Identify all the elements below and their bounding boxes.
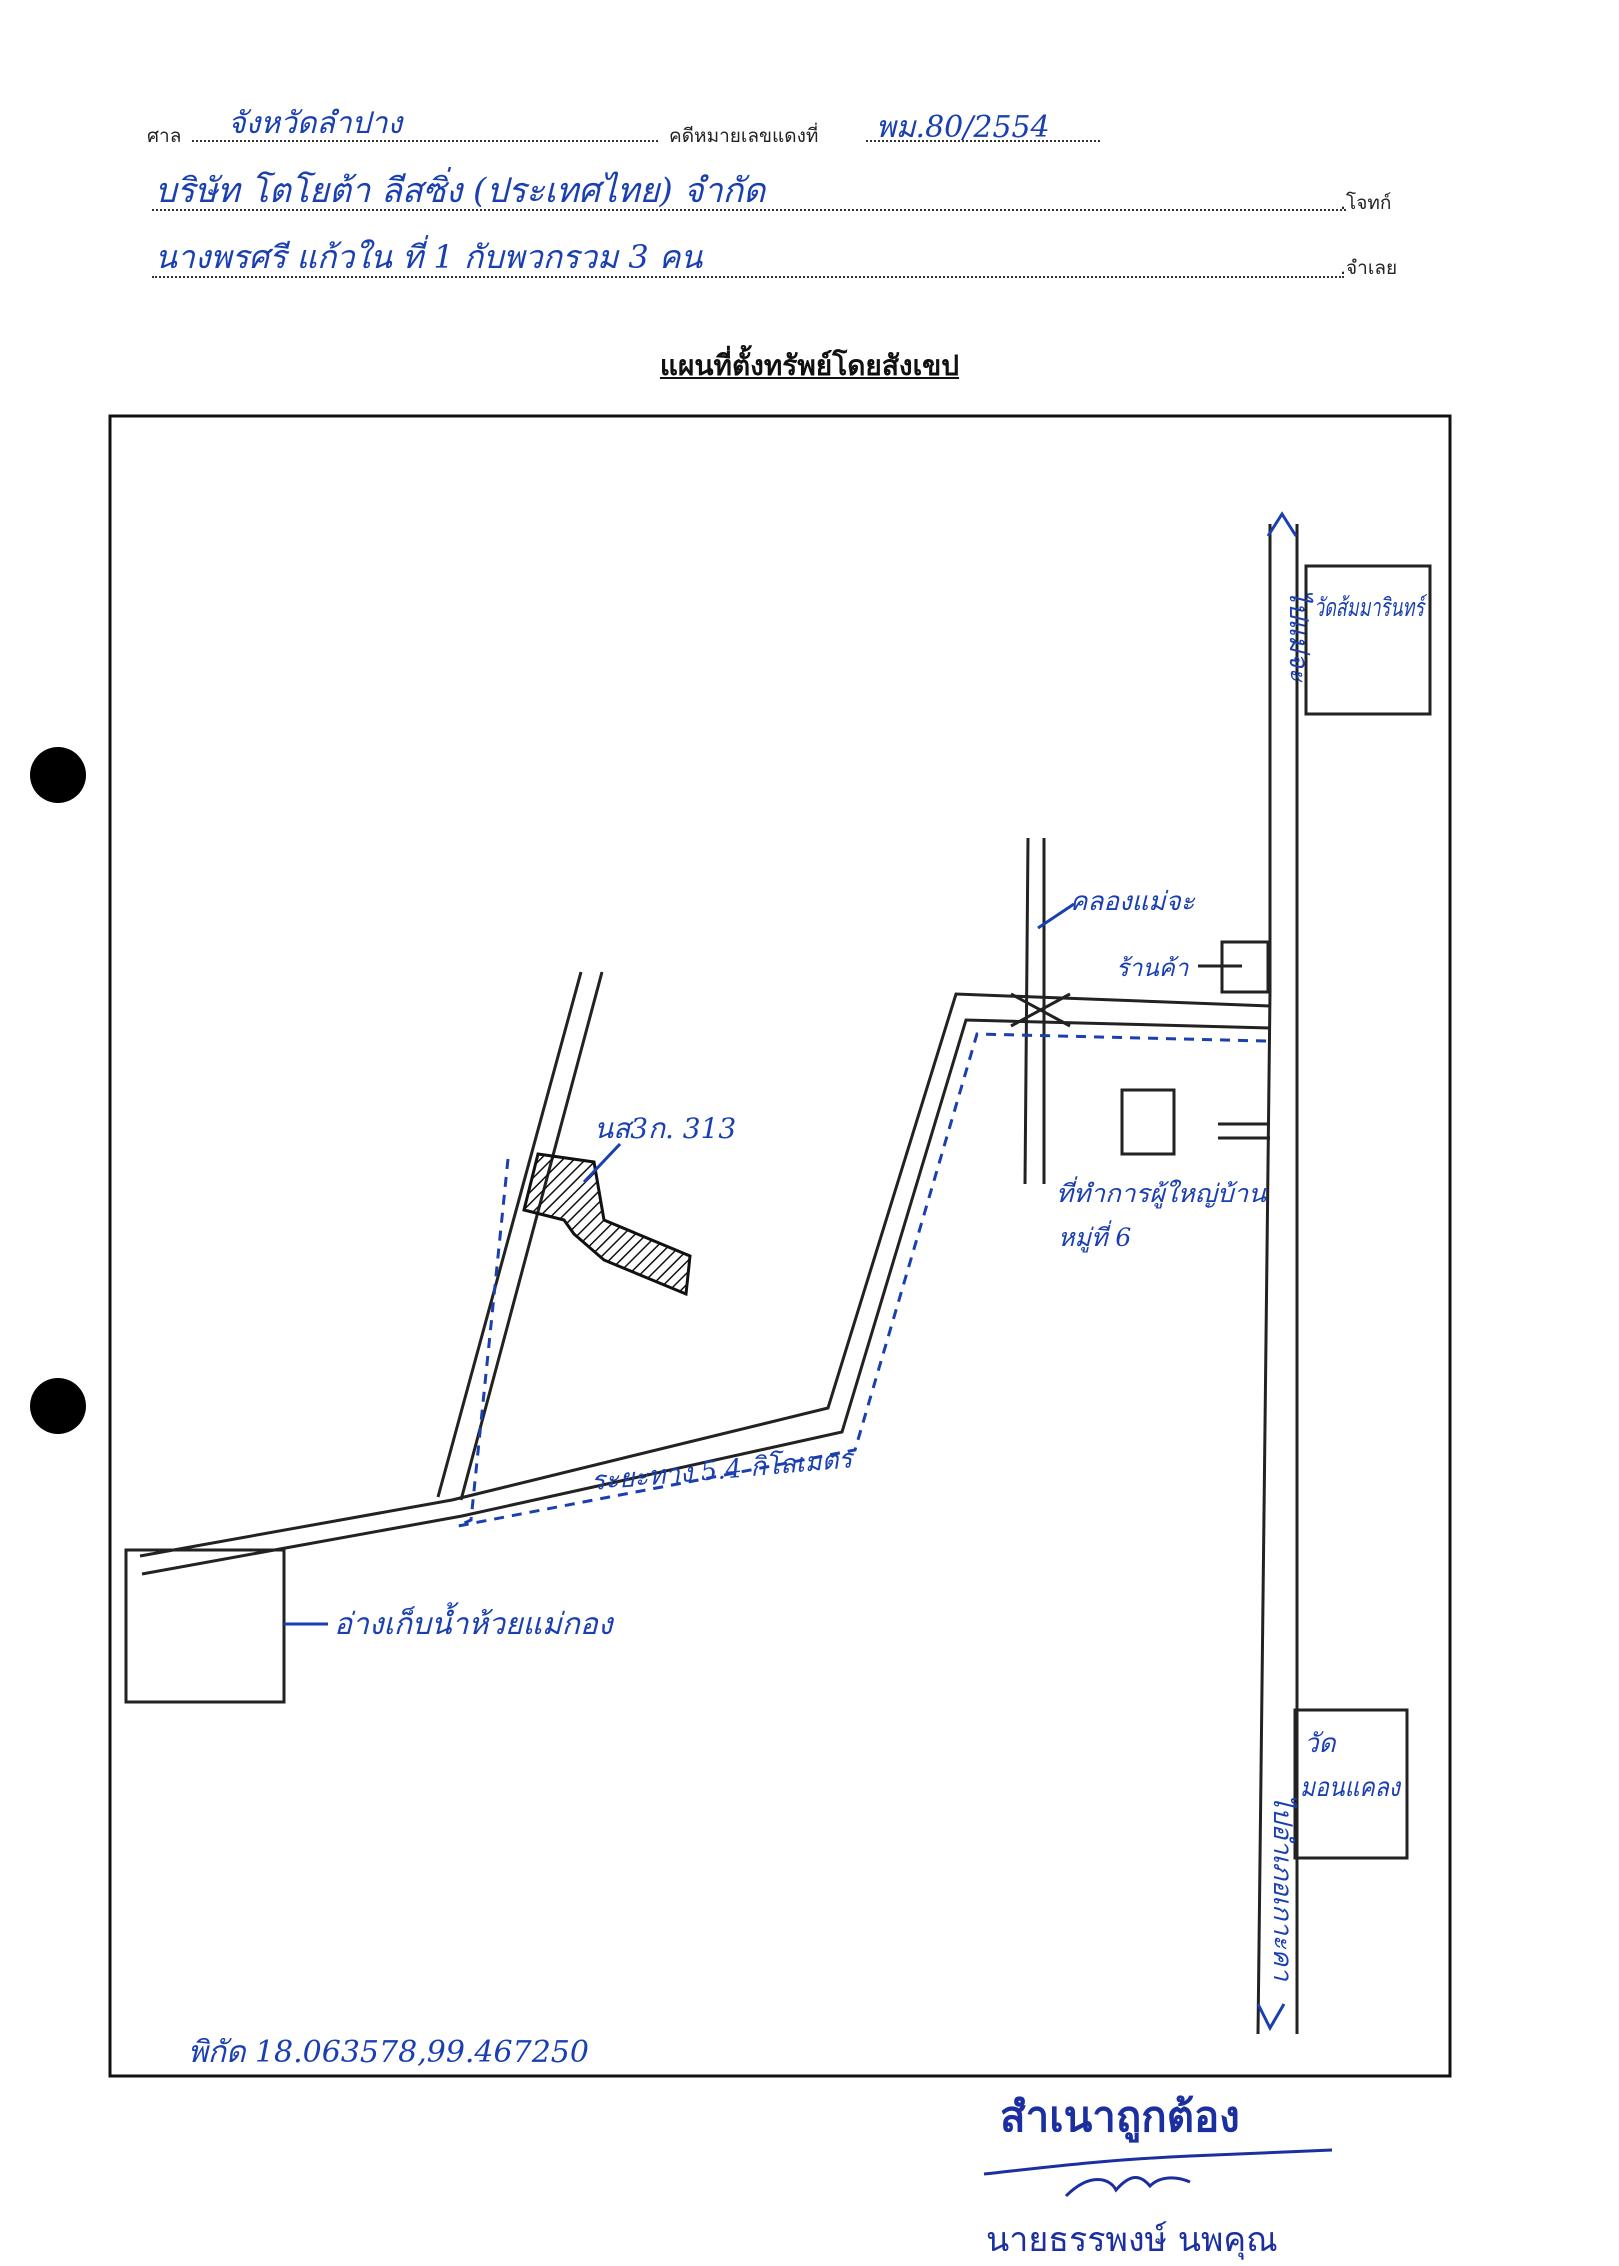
main-road [1256, 524, 1299, 2035]
property-parcel [522, 1152, 692, 1297]
case-label: คดีหมายเลขแดงที่ [669, 125, 819, 147]
shop-label: ร้านค้า [1116, 954, 1190, 982]
defendant-field [152, 276, 1344, 278]
defendant-label: .จำเลย [1340, 257, 1398, 279]
road-top-label: ไปแม่จะ [1283, 589, 1314, 683]
temple-bottom-box [1293, 1708, 1409, 1860]
court-field [192, 140, 658, 142]
distance-label: ระยะทาง 5.4 กิโลเมตร [590, 1443, 857, 1497]
sketch-map: ไปแม่จะ ไปอำเภอเกาะคา วัดส้มมารินทร์ วัด… [108, 414, 1452, 2078]
route-dashed [457, 1032, 1267, 1528]
plaintiff-label: .โจทก์ [1340, 192, 1392, 214]
punch-hole-top [30, 747, 86, 803]
shop-marker [1198, 940, 1270, 994]
court-label: ศาล [147, 125, 182, 147]
village-office-label: ที่ทำการผู้ใหญ่บ้าน [1056, 1176, 1267, 1209]
case-field [866, 140, 1100, 142]
punch-hole-bottom [30, 1378, 86, 1434]
deed-leader [582, 1142, 622, 1184]
canal-leader [1037, 902, 1075, 930]
plaintiff-field [152, 209, 1346, 211]
temple-bottom-label-1: วัด [1304, 1729, 1337, 1759]
signer-name: นายธรรพงษ์ นพคุณ [986, 2220, 1278, 2260]
village-office-box [1120, 1088, 1176, 1156]
temple-top-box [1304, 564, 1432, 716]
reservoir-label: อ่างเก็บน้ำห้วยแม่กอง [334, 1602, 615, 1642]
map-frame [108, 414, 1452, 2078]
map-title: แผนที่ตั้งทรัพย์โดยสังเขป [659, 349, 960, 382]
defendant-value: นางพรศรี แก้วใน ที่ 1 กับพวกรวม 3 คน [155, 238, 703, 276]
road-arrow-bottom [1256, 2003, 1286, 2032]
road-bottom-label: ไปอำเภอเกาะคา [1267, 1794, 1298, 1982]
plaintiff-value: บริษัท โตโยต้า ลีสซิ่ง (ประเทศไทย) จำกัด [155, 171, 766, 211]
deed-label: นส3ก. 313 [594, 1112, 736, 1145]
temple-bottom-label-2: มอนแคลง [1300, 1773, 1402, 1803]
road-arrow-top [1266, 511, 1298, 537]
signature [983, 2148, 1333, 2198]
village-no-label: หมู่ที่ 6 [1058, 1220, 1131, 1253]
reservoir-box [124, 1548, 286, 1704]
certified-copy-stamp: สำเนาถูกต้อง [1000, 2092, 1240, 2141]
property-road [436, 971, 604, 1501]
coordinates-label: พิกัด 18.063578,99.467250 [188, 2035, 589, 2070]
court-value: จังหวัดลำปาง [228, 106, 403, 141]
case-value: พม.80/2554 [876, 110, 1050, 145]
temple-top-label: วัดส้มมารินทร์ [1314, 593, 1428, 622]
canal-label: คลองแม่จะ [1070, 887, 1196, 917]
canal [1010, 837, 1071, 1185]
side-lane [1218, 1122, 1270, 1140]
